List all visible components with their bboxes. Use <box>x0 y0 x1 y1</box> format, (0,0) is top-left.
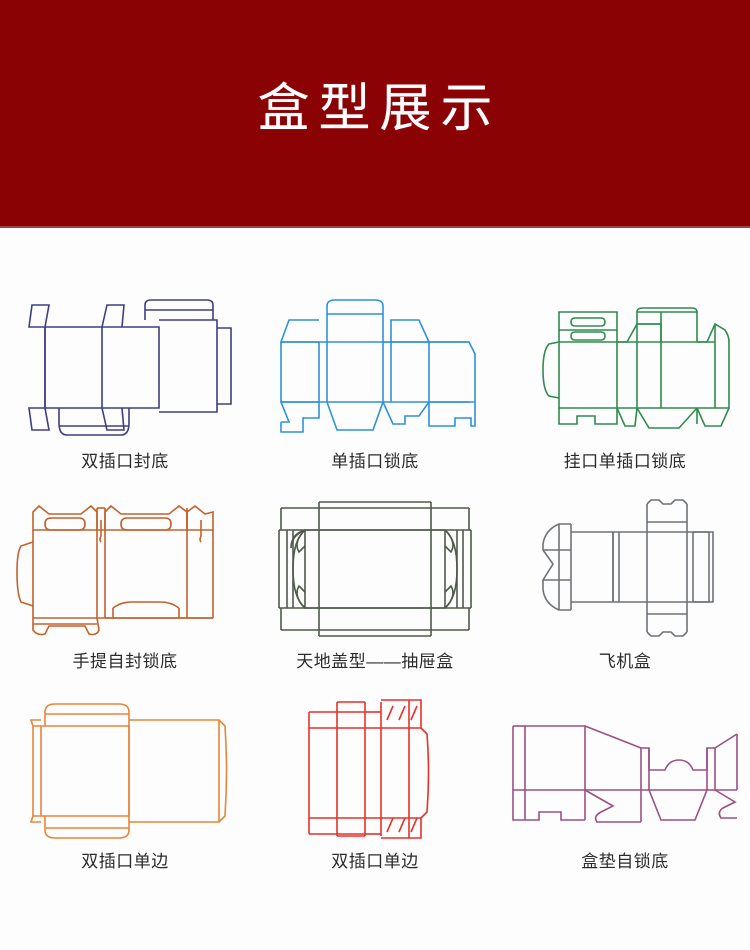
box-dieline-6 <box>509 490 741 646</box>
box-style-label-7: 双插口单边 <box>81 852 169 871</box>
box-dieline-5 <box>259 490 491 646</box>
box-style-label-1: 双插口封底 <box>81 452 169 471</box>
box-style-label-9: 盒垫自锁底 <box>581 852 669 871</box>
box-style-card-5[interactable]: 天地盖型——抽屉盒 <box>250 490 500 690</box>
box-style-label-4: 手提自封锁底 <box>72 652 178 671</box>
box-style-card-2[interactable]: 单插口锁底 <box>250 290 500 490</box>
box-dieline-1 <box>9 290 241 446</box>
page-title: 盒型展示 <box>257 81 502 138</box>
box-dieline-8 <box>259 690 491 846</box>
box-dieline-7 <box>9 690 241 846</box>
header-bottom-rule <box>0 226 750 228</box>
box-style-label-5: 天地盖型——抽屉盒 <box>296 652 454 671</box>
box-style-card-6[interactable]: 飞机盒 <box>500 490 750 690</box>
box-style-label-6: 飞机盒 <box>598 652 652 671</box>
box-style-label-2: 单插口锁底 <box>331 452 419 471</box>
page-header-banner: 盒型展示 <box>0 0 750 228</box>
box-style-card-4[interactable]: 手提自封锁底 <box>0 490 250 690</box>
box-dieline-4 <box>9 490 241 646</box>
box-style-card-3: 挂口单插口锁底 <box>500 290 750 490</box>
box-style-label-8: 双插口单边 <box>331 852 419 871</box>
box-style-card-8[interactable]: 双插口单边 <box>250 690 500 890</box>
box-style-gallery: 双插口封底 <box>0 228 750 890</box>
box-dieline-3 <box>509 290 741 446</box>
box-style-card-1[interactable]: 双插口封底 <box>0 290 250 490</box>
box-style-card-9[interactable]: 盒垫自锁底 <box>500 690 750 890</box>
box-dieline-9 <box>509 690 741 846</box>
box-style-card-7[interactable]: 双插口单边 <box>0 690 250 890</box>
box-dieline-2 <box>259 290 491 446</box>
box-style-label-3: 挂口单插口锁底 <box>563 452 687 471</box>
